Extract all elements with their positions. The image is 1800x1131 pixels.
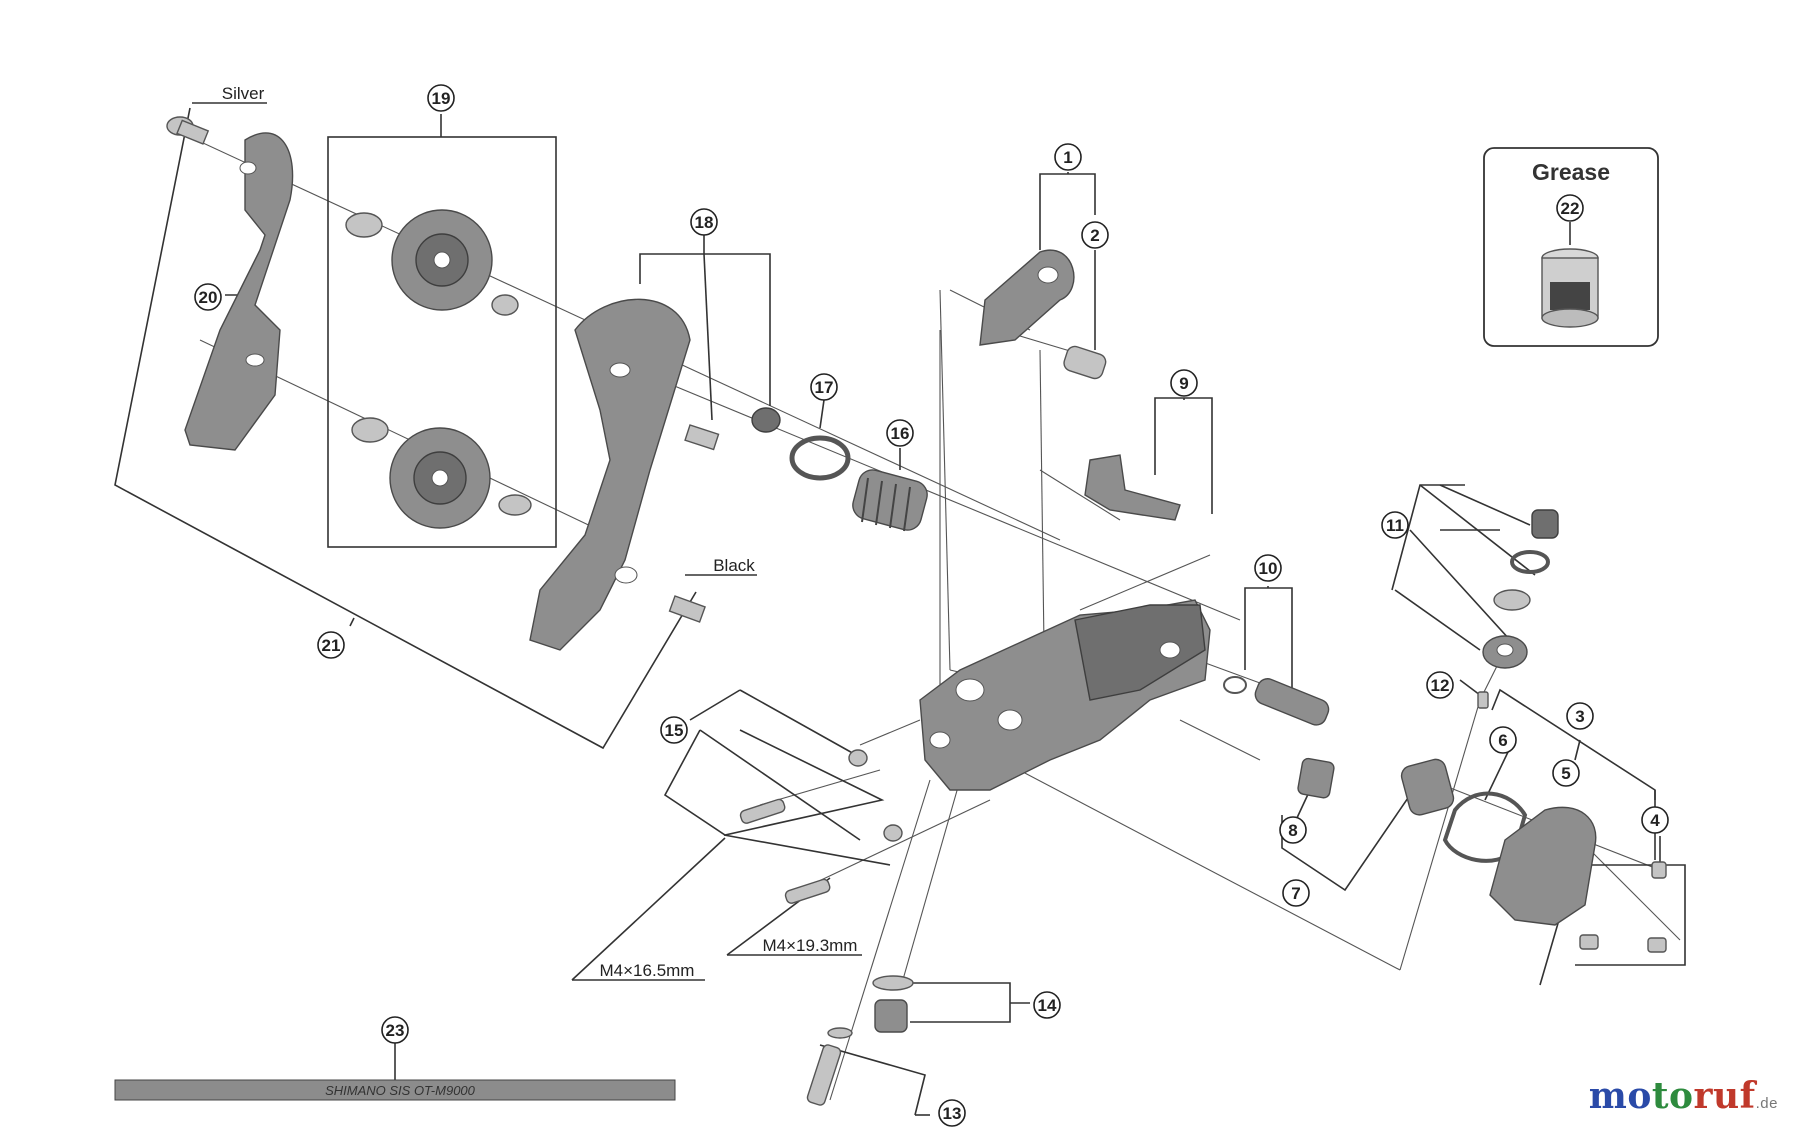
- watermark-part-2: to: [1651, 1075, 1694, 1117]
- callout-5: 5: [1552, 759, 1580, 787]
- callout-6: 6: [1489, 726, 1517, 754]
- callout-brackets: [114, 102, 1686, 1116]
- callout-17: 17: [810, 373, 838, 401]
- svg-text:11: 11: [1386, 516, 1404, 535]
- tension-pulley-part: [351, 417, 532, 529]
- svg-text:14: 14: [1038, 996, 1057, 1015]
- callout-21: 21: [317, 631, 345, 659]
- svg-text:23: 23: [386, 1021, 405, 1040]
- watermark-part-1: mo: [1588, 1075, 1652, 1117]
- bolt-short-label: M4×16.5mm: [600, 961, 695, 980]
- cable-text: SHIMANO SIS OT-M9000: [325, 1083, 476, 1098]
- svg-text:9: 9: [1179, 374, 1188, 393]
- callout-3: 3: [1566, 702, 1594, 730]
- svg-text:1: 1: [1063, 148, 1072, 167]
- grease-jar-icon: [1541, 248, 1599, 328]
- callout-18: 18: [690, 208, 718, 236]
- svg-text:21: 21: [322, 636, 341, 655]
- svg-text:12: 12: [1431, 676, 1450, 695]
- callout-10: 10: [1254, 554, 1282, 582]
- callout-4: 4: [1641, 806, 1669, 834]
- svg-text:3: 3: [1575, 707, 1584, 726]
- bolt-long-label: M4×19.3mm: [763, 936, 858, 955]
- motor-unit-part: [1400, 758, 1455, 816]
- watermark-logo: motoruf.de: [1589, 1075, 1778, 1117]
- callout-2: 2: [1081, 221, 1109, 249]
- svg-text:2: 2: [1090, 226, 1099, 245]
- watermark-part-3: ruf: [1693, 1075, 1756, 1117]
- callout-22: 22: [1556, 194, 1584, 222]
- guide-pulley-part: [345, 209, 519, 316]
- link-part: [979, 249, 1075, 346]
- callout-15: 15: [660, 716, 688, 744]
- snap-ring-part: [789, 435, 851, 481]
- cover-part: [1489, 806, 1597, 926]
- callout-16: 16: [886, 419, 914, 447]
- callout-1: 1: [1054, 143, 1082, 171]
- inner-plate-part: [529, 298, 691, 651]
- adjuster-stack-part: [1482, 509, 1559, 669]
- svg-text:4: 4: [1650, 811, 1660, 830]
- grease-box: [1483, 147, 1659, 347]
- callout-14: 14: [1033, 991, 1061, 1019]
- callout-20: 20: [194, 283, 222, 311]
- callout-9: 9: [1170, 369, 1198, 397]
- svg-text:7: 7: [1291, 884, 1300, 903]
- svg-text:13: 13: [943, 1104, 962, 1123]
- tension-spring-part: [852, 469, 928, 532]
- svg-text:5: 5: [1561, 764, 1570, 783]
- outer-plate-part: [184, 132, 294, 451]
- svg-text:17: 17: [815, 378, 834, 397]
- shift-cable-part: [114, 1079, 676, 1101]
- svg-text:22: 22: [1561, 199, 1580, 218]
- part-illustrations: [114, 116, 1667, 1106]
- cylinder-part: [1254, 678, 1330, 726]
- adjust-lever-part: [1084, 454, 1181, 521]
- silver-bolt-part: [166, 116, 210, 145]
- callout-numbers: 1 2 3 4 5 6 7 8 9 10 11 12 13 14 15 16 1…: [194, 84, 1669, 1127]
- callout-12: 12: [1426, 671, 1454, 699]
- callout-7: 7: [1282, 879, 1310, 907]
- callout-13: 13: [938, 1099, 966, 1127]
- svg-text:8: 8: [1288, 821, 1297, 840]
- callout-11: 11: [1381, 511, 1409, 539]
- svg-text:18: 18: [695, 213, 714, 232]
- svg-text:6: 6: [1498, 731, 1507, 750]
- svg-text:20: 20: [199, 288, 218, 307]
- watermark-tld: .de: [1755, 1095, 1778, 1112]
- main-body-part: [919, 599, 1211, 791]
- callout-8: 8: [1279, 816, 1307, 844]
- svg-text:15: 15: [665, 721, 684, 740]
- callout-19: 19: [427, 84, 455, 112]
- svg-text:19: 19: [432, 89, 451, 108]
- black-label: Black: [713, 556, 755, 575]
- svg-text:10: 10: [1259, 559, 1278, 578]
- silver-label: Silver: [222, 84, 265, 103]
- callout-23: 23: [381, 1016, 409, 1044]
- svg-text:16: 16: [891, 424, 910, 443]
- grease-label: Grease: [1532, 159, 1610, 185]
